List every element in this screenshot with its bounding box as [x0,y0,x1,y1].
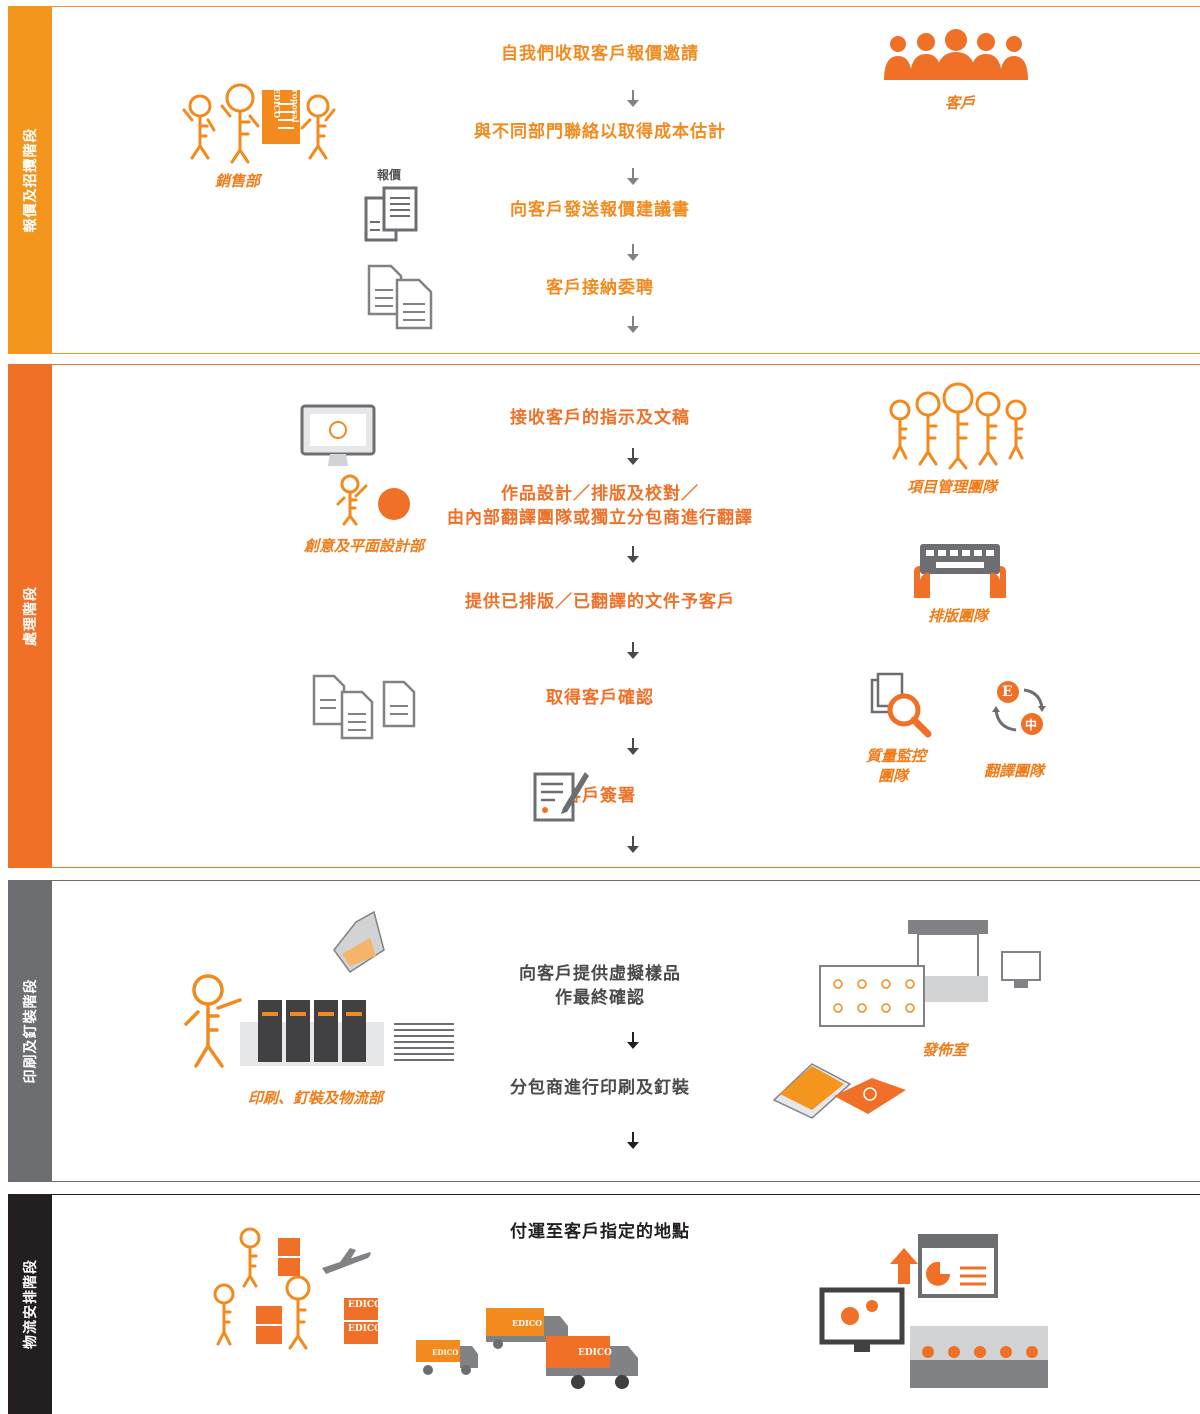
delivery-trucks-illustration [416,1308,638,1389]
publishing-room-illustration [819,920,1041,1027]
documents-icon [312,674,416,740]
down-arrow-icon [627,90,639,107]
step-receive-instructions: 接收客戶的指示及文稿 [510,408,690,428]
contract-documents-icon [367,264,433,330]
delivery-team-illustration [213,1227,378,1350]
step-printing-binding: 分包商進行印刷及釘裝 [510,1078,690,1098]
step-receive-quote-invitation: 自我們收取客戶報價邀請 [501,44,699,64]
step-virtual-sample: 向客戶提供虛擬樣品 [519,964,681,984]
monitor-icon [300,404,376,466]
signing-icon [533,772,589,822]
down-arrow-icon [627,168,639,185]
project-management-team-illustration [889,382,1027,470]
typesetting-team-caption: 排版團隊 [928,607,989,625]
quotation-caption: 報價 [377,168,402,182]
step-translation: 由內部翻譯團隊或獨立分包商進行翻譯 [447,508,753,528]
proposal-doc-label: Proposal [290,83,301,123]
down-arrow-icon [627,1132,639,1149]
stage-tab-printing: 印刷及釘裝階段 [8,880,52,1182]
down-arrow-icon [627,316,639,333]
online-delivery-illustration [819,1234,1048,1388]
qc-team-caption-1: 質量監控 [866,747,927,765]
quality-control-icon [870,672,932,738]
publishing-room-caption: 發佈室 [922,1041,968,1059]
stage-quotation: 報價及招攬階段 [8,6,1200,354]
translation-team-caption: 翻譯團隊 [984,762,1045,780]
step-design-typesetting: 作品設計／排版及校對／ [501,484,699,504]
project-management-caption: 項目管理團隊 [907,478,998,496]
stage-frame [52,1194,1200,1414]
step-provide-documents: 提供已排版／已翻譯的文件予客戶 [465,592,735,612]
translation-zh-label: 中 [1025,718,1038,732]
down-arrow-icon [627,836,639,853]
proposal-brand-label: EDICO [272,87,283,119]
step-contact-departments: 與不同部門聯絡以取得成本估計 [474,122,726,142]
designer-mascot-icon [336,474,410,526]
printed-books-icon [772,1063,906,1119]
stage-frame [52,364,1200,868]
brand-label: EDICO [578,1348,612,1358]
stage-frame [52,6,1200,354]
down-arrow-icon [627,546,639,563]
keyboard-typing-icon [914,544,1006,598]
airplane-icon [322,1248,371,1274]
down-arrow-icon [627,448,639,465]
brand-label: EDICO [432,1348,459,1357]
printing-department-caption: 印刷、釘裝及物流部 [248,1089,384,1107]
step-client-confirmation: 取得客戶確認 [546,688,654,708]
client-group-icon [884,29,1028,80]
step-client-accepts: 客戶接納委聘 [546,278,654,298]
translation-icon [992,681,1046,735]
client-caption: 客戶 [945,94,976,112]
down-arrow-icon [627,642,639,659]
sales-department-caption: 銷售部 [215,172,261,190]
stage-frame [52,880,1200,1182]
translation-e-label: E [1002,684,1013,700]
brand-label: EDICO [348,1324,382,1334]
design-department-caption: 創意及平面設計部 [304,537,425,555]
stage-printing: 印刷及釘裝階段 [8,880,1200,1182]
stage-label: 物流安排階段 [23,1259,39,1349]
down-arrow-icon [627,738,639,755]
down-arrow-icon [627,1032,639,1049]
step-client-signs: 客戶簽署 [564,786,636,806]
paper-stack-icon [333,910,385,974]
step-ship-to-location: 付運至客戶指定的地點 [510,1222,690,1242]
qc-team-caption-2: 團隊 [878,767,909,785]
stage-processing: 處理階段 [8,364,1200,868]
brand-label: EDICO [512,1318,543,1328]
sales-team-illustration [182,83,336,164]
step-final-confirmation: 作最終確認 [555,988,645,1008]
stage-tab-processing: 處理階段 [8,364,52,868]
stage-logistics: 物流安排階段 [8,1194,1200,1414]
quotation-document-icon [364,186,418,242]
brand-label: EDICO [348,1300,382,1310]
stage-tab-logistics: 物流安排階段 [8,1194,52,1414]
printing-press-illustration [184,974,454,1068]
stage-tab-quotation: 報價及招攬階段 [8,6,52,354]
step-send-proposal: 向客戶發送報價建議書 [510,200,690,220]
down-arrow-icon [627,244,639,261]
